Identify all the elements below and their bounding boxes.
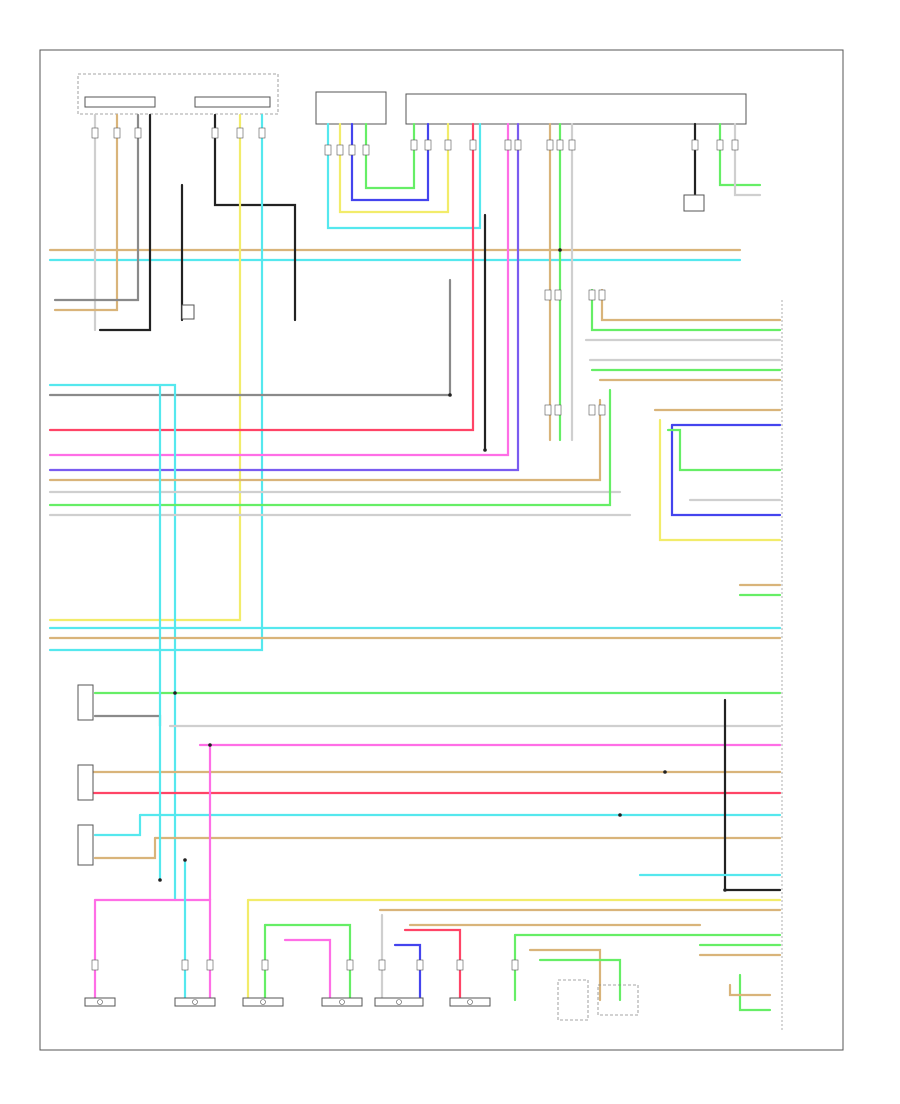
wire-cyan-v bbox=[48, 113, 264, 652]
control-unit-box bbox=[315, 91, 387, 125]
speaker-left-rear-door bbox=[77, 684, 94, 721]
wire-lgreen-amp2 bbox=[718, 122, 762, 187]
wire-lgreen-r12 bbox=[738, 973, 772, 1012]
wire-grey-amp bbox=[48, 278, 452, 397]
speaker-left-rear bbox=[174, 997, 216, 1007]
wire-lgreen-spk3b bbox=[263, 923, 352, 1002]
wire-grey-low2 bbox=[93, 714, 162, 728]
wire-pink-spk1 bbox=[93, 898, 212, 1002]
wire-yellow-v bbox=[48, 113, 242, 622]
center-speaker-box bbox=[557, 979, 589, 1021]
speaker-left-tweeter bbox=[321, 997, 363, 1007]
wire-lgreen-r4 bbox=[590, 288, 782, 332]
wire-red-amp bbox=[48, 122, 475, 432]
wire-blue-cu bbox=[350, 122, 430, 202]
wire-tan-h2 bbox=[48, 398, 602, 482]
wire-black-2 bbox=[213, 113, 297, 322]
speaker-right-front bbox=[374, 997, 424, 1007]
wires bbox=[48, 113, 782, 1012]
wire-green-cu bbox=[364, 122, 416, 190]
wire-lgreen-loop bbox=[666, 428, 782, 472]
wire-grey-1 bbox=[53, 113, 140, 302]
wire-yellow-loop bbox=[658, 418, 782, 542]
wire-pink-amp bbox=[48, 122, 510, 457]
wire-lgreen-h4 bbox=[48, 388, 612, 507]
wire-red-spk6 bbox=[403, 928, 462, 1002]
splice-dots bbox=[158, 248, 727, 892]
speaker-right-rear-door bbox=[77, 764, 94, 801]
wire-tan-r13 bbox=[728, 983, 772, 997]
wire-blue-spk6 bbox=[393, 943, 422, 1002]
wire-cyan-cu bbox=[326, 122, 482, 230]
main-amp-box bbox=[405, 93, 747, 125]
speakers-row bbox=[84, 997, 491, 1007]
wire-pink-spk4 bbox=[283, 938, 332, 1002]
wire-blue-loop bbox=[670, 423, 782, 517]
left-side-speakers bbox=[77, 684, 94, 866]
fuse-junction-block bbox=[77, 73, 279, 115]
speaker-right-tweeter bbox=[449, 997, 491, 1007]
wire-violet-amp bbox=[48, 122, 520, 472]
subwoofer-box bbox=[597, 984, 639, 1016]
wire-lgreen-spk9 bbox=[538, 958, 622, 1002]
wire-black-1 bbox=[98, 113, 152, 332]
wire-cyan-h1 bbox=[48, 383, 177, 902]
wire-tan-1 bbox=[53, 113, 119, 312]
wire-tan-low8b bbox=[93, 836, 157, 860]
speaker-right-center bbox=[77, 824, 94, 866]
wire-tan-r5 bbox=[600, 288, 782, 322]
wire-yellow-cu bbox=[338, 122, 450, 214]
speaker-left-front bbox=[242, 997, 284, 1007]
speaker-right-rear bbox=[84, 997, 116, 1007]
wire-cyan-low7b bbox=[93, 813, 142, 837]
wire-tan-spk9 bbox=[528, 948, 602, 1002]
sensor-box bbox=[181, 304, 195, 320]
diagram-border bbox=[39, 49, 844, 1051]
ground-box bbox=[683, 194, 705, 212]
connector-pins bbox=[91, 127, 739, 971]
